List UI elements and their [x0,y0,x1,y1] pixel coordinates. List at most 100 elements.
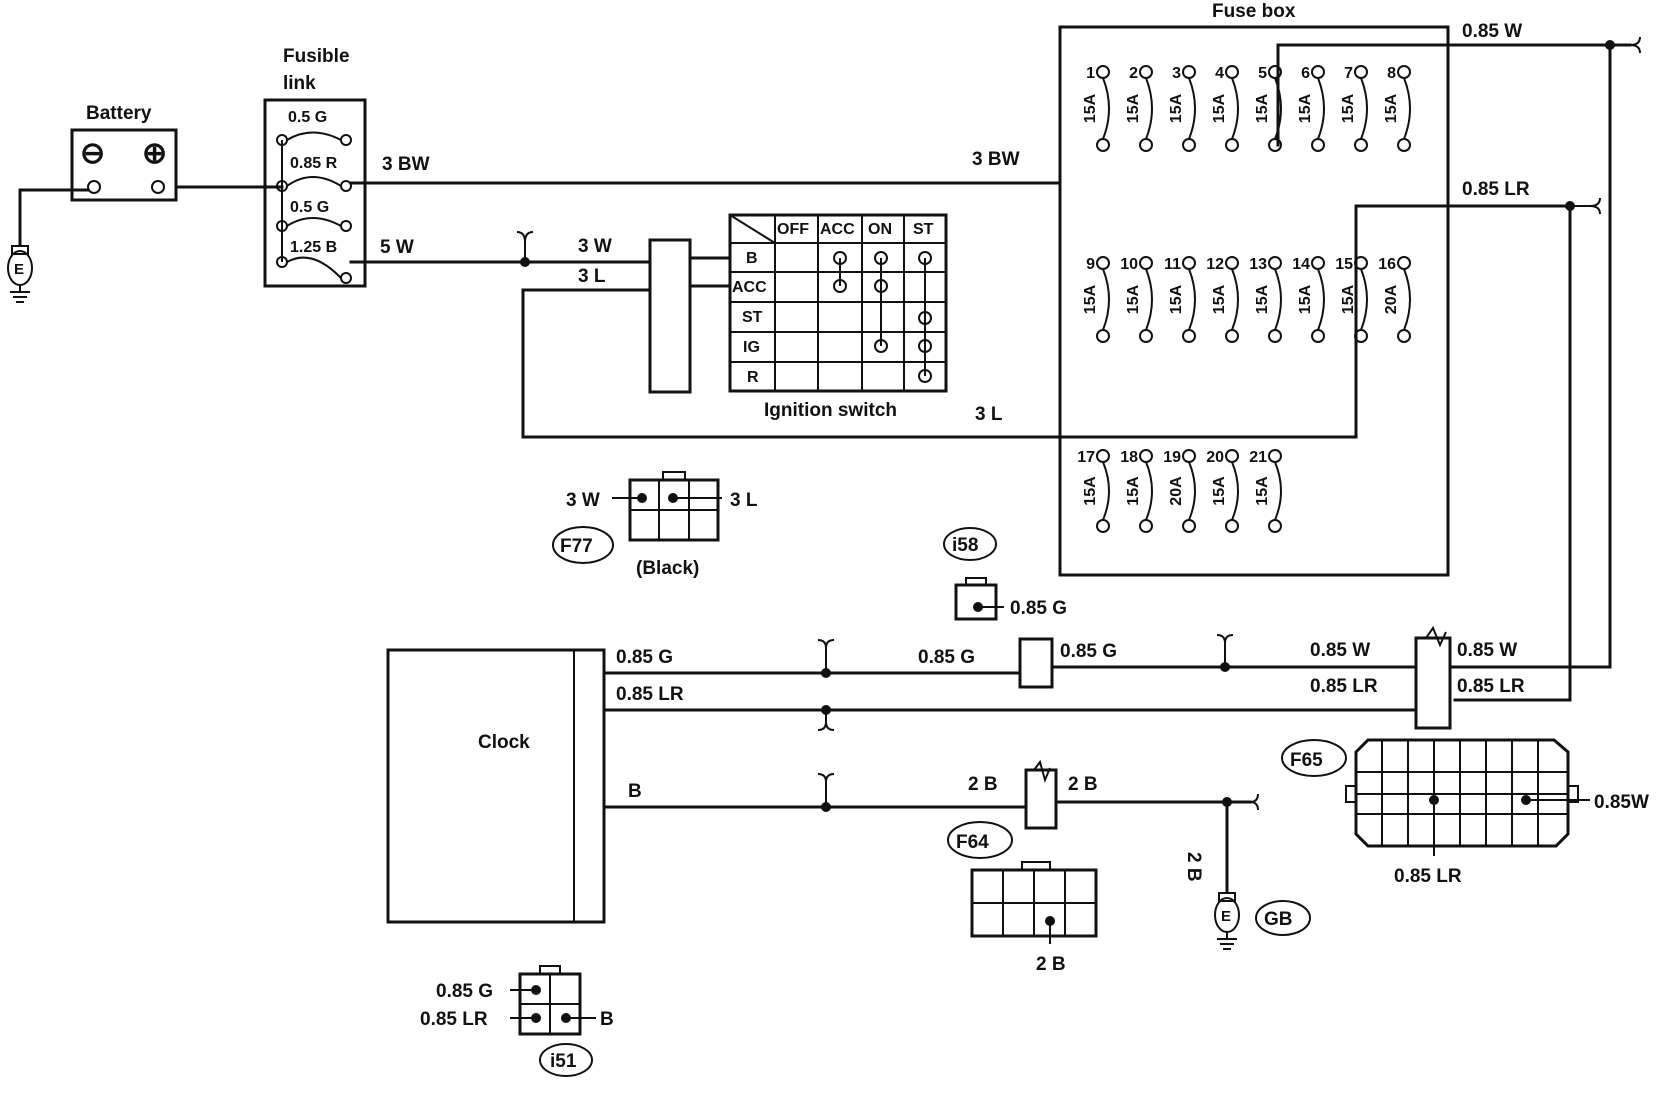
inline-connector [1018,637,1054,689]
fuse-terminal [1182,138,1196,152]
fuse-terminal [1096,256,1110,270]
connector-pin-label: 0.85 G [1010,598,1067,619]
connector-id: GB [1264,909,1293,930]
fuse-element [1102,461,1110,521]
fuse-terminal [1225,256,1239,270]
wire-label: 0.85 LR [1310,676,1378,697]
fuse-number: 14 [1292,256,1310,273]
connector-pin-label: 0.85W [1594,792,1649,813]
fuse-terminal [1311,329,1325,343]
fuse-terminal [1225,138,1239,152]
ignition-column: OFF [777,221,809,238]
fuse-rating: 15A [1082,284,1099,314]
fuse-terminal [1397,65,1411,79]
wire-label: 3 W [578,236,612,257]
ignition-column: ST [913,221,934,238]
wire-label: 0.85 G [1060,641,1117,662]
fuse-element [1102,268,1110,331]
fuse-rating: 15A [1254,93,1271,123]
fuse-rating: 15A [1082,93,1099,123]
fuse-number: 5 [1258,65,1267,82]
battery: Battery ⊖ ⊕ [70,103,178,202]
connector-pin-label: 0.85 LR [1394,866,1462,887]
fuse-element [1403,268,1411,331]
connector-id: i58 [952,535,978,556]
fusible-link-rating: 0.5 G [290,199,329,216]
wire-label: 3 BW [382,154,430,175]
connector-color-note: (Black) [636,558,699,579]
fuse-number: 3 [1172,65,1181,82]
battery-negative-terminal [87,180,101,194]
fuse-terminal [1182,256,1196,270]
fuse-terminal [1139,519,1153,533]
fuse-element [1188,268,1196,331]
wire-label: 2 B [1068,774,1098,795]
fuse-number: 11 [1164,256,1181,273]
ignition-row: ST [742,309,763,326]
fuse-terminal [1225,449,1239,463]
ignition-row: R [747,369,759,386]
fuse-element [1317,268,1325,331]
connector-id: F65 [1290,750,1323,771]
fuse-terminal [1354,65,1368,79]
ignition-connector [648,238,692,394]
battery-ground: E [7,188,90,303]
fuse-rating: 15A [1340,93,1357,123]
fuse-terminal [1268,329,1282,343]
fuse-element [1102,77,1110,140]
connector-pin-label: 2 B [1036,954,1066,975]
fuse-rating: 15A [1125,93,1142,123]
f65-connector: F65 0.85W 0.85 LR [1281,738,1649,887]
fusible-link-rating: 1.25 B [290,239,337,256]
wire-label: 0.85 G [918,647,975,668]
battery-positive-icon: ⊕ [142,137,167,170]
connector-pin-label: 3 W [566,490,600,511]
fuse-number: 21 [1249,449,1267,466]
fuse-terminal [1139,65,1153,79]
fuse-terminal [1225,519,1239,533]
fuse-number: 10 [1120,256,1138,273]
fuse-terminal [1182,449,1196,463]
f77-connector: 3 W 3 L F77 (Black) [552,471,758,579]
fuse-number: 17 [1077,449,1095,466]
f64-connector: F64 2 B [947,821,1098,975]
connector-pin-label: 0.85 LR [420,1009,488,1030]
connector-pin-label: 3 L [730,490,758,511]
wire-label: 0.85 W [1310,640,1370,661]
wire-label: 3 L [975,404,1003,425]
wire-label: 3 BW [972,149,1020,170]
fuse-terminal [1096,138,1110,152]
wire-label: 0.85 W [1462,21,1522,42]
fuse-rating: 15A [1125,476,1142,506]
fuse-element [1188,77,1196,140]
fuse-terminal [1182,65,1196,79]
fuse-number: 4 [1215,65,1224,82]
ignition-switch: OFF ACC ON ST B ACC ST IG R Ignition swi… [728,213,948,421]
fuse-terminal [1225,329,1239,343]
fusible-link-title: Fusible [283,46,350,67]
fuse-number: 8 [1387,65,1396,82]
fuse-number: 2 [1129,65,1138,82]
fuse-rating: 15A [1211,476,1228,506]
fuse-rating: 15A [1297,284,1314,314]
fuse-terminal [1139,449,1153,463]
fuse-element [1317,77,1325,140]
fuse-terminal [1397,138,1411,152]
fuse-terminal [1268,449,1282,463]
battery-negative-icon: ⊖ [80,137,105,170]
fuse-rating: 15A [1254,284,1271,314]
fuse-element [1403,77,1411,140]
ignition-column: ON [868,221,892,238]
fuse-rating: 15A [1168,93,1185,123]
fusible-link-rating: 0.5 G [288,109,327,126]
ignition-row: ACC [732,279,767,296]
wire-label: 3 L [578,266,606,287]
fuse-element [1360,268,1368,331]
fusible-link-title: link [283,73,316,94]
fuse-terminal [1096,519,1110,533]
wire-label: 0.85 LR [1462,179,1530,200]
fuse-rating: 15A [1297,93,1314,123]
ignition-switch-label: Ignition switch [764,400,897,421]
fuse-terminal [1268,256,1282,270]
fuse-terminal [1268,519,1282,533]
